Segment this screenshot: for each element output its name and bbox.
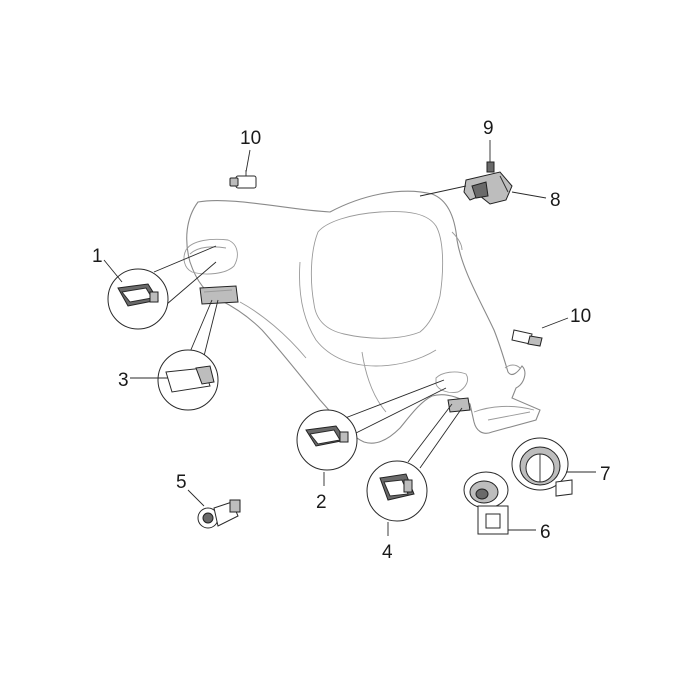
part-2-switch-bubble (296, 379, 447, 471)
callout-5: 5 (176, 472, 187, 493)
part-8-bracket (463, 171, 513, 205)
callout-7: 7 (600, 464, 611, 485)
part-7-lock-cover (511, 437, 573, 497)
callout-2: 2 (316, 492, 327, 513)
callout-10-top: 10 (240, 128, 261, 149)
part-1-switch-bubble (107, 245, 217, 330)
leader-8 (511, 191, 547, 199)
callout-4: 4 (382, 542, 393, 563)
part-3-switch-bubble (157, 299, 219, 411)
handlebar-cover (183, 190, 541, 444)
leader-8-body (419, 185, 467, 197)
leader-1 (103, 259, 123, 283)
leader-5 (187, 489, 205, 507)
callout-3: 3 (118, 370, 129, 391)
callout-8: 8 (550, 190, 561, 211)
leader-10b (541, 317, 569, 329)
part-9-screw (486, 140, 495, 173)
callout-9: 9 (483, 118, 494, 139)
part-6-ignition-lock (463, 471, 509, 535)
part-10-bulb-right (511, 329, 543, 347)
callout-1: 1 (92, 246, 103, 267)
callout-6: 6 (540, 522, 551, 543)
part-4-switch-bubble (366, 403, 463, 522)
callout-10-right: 10 (570, 306, 591, 327)
part-10-bulb-top (229, 170, 257, 189)
part-5-socket (197, 499, 241, 529)
leader-10a (245, 149, 251, 173)
